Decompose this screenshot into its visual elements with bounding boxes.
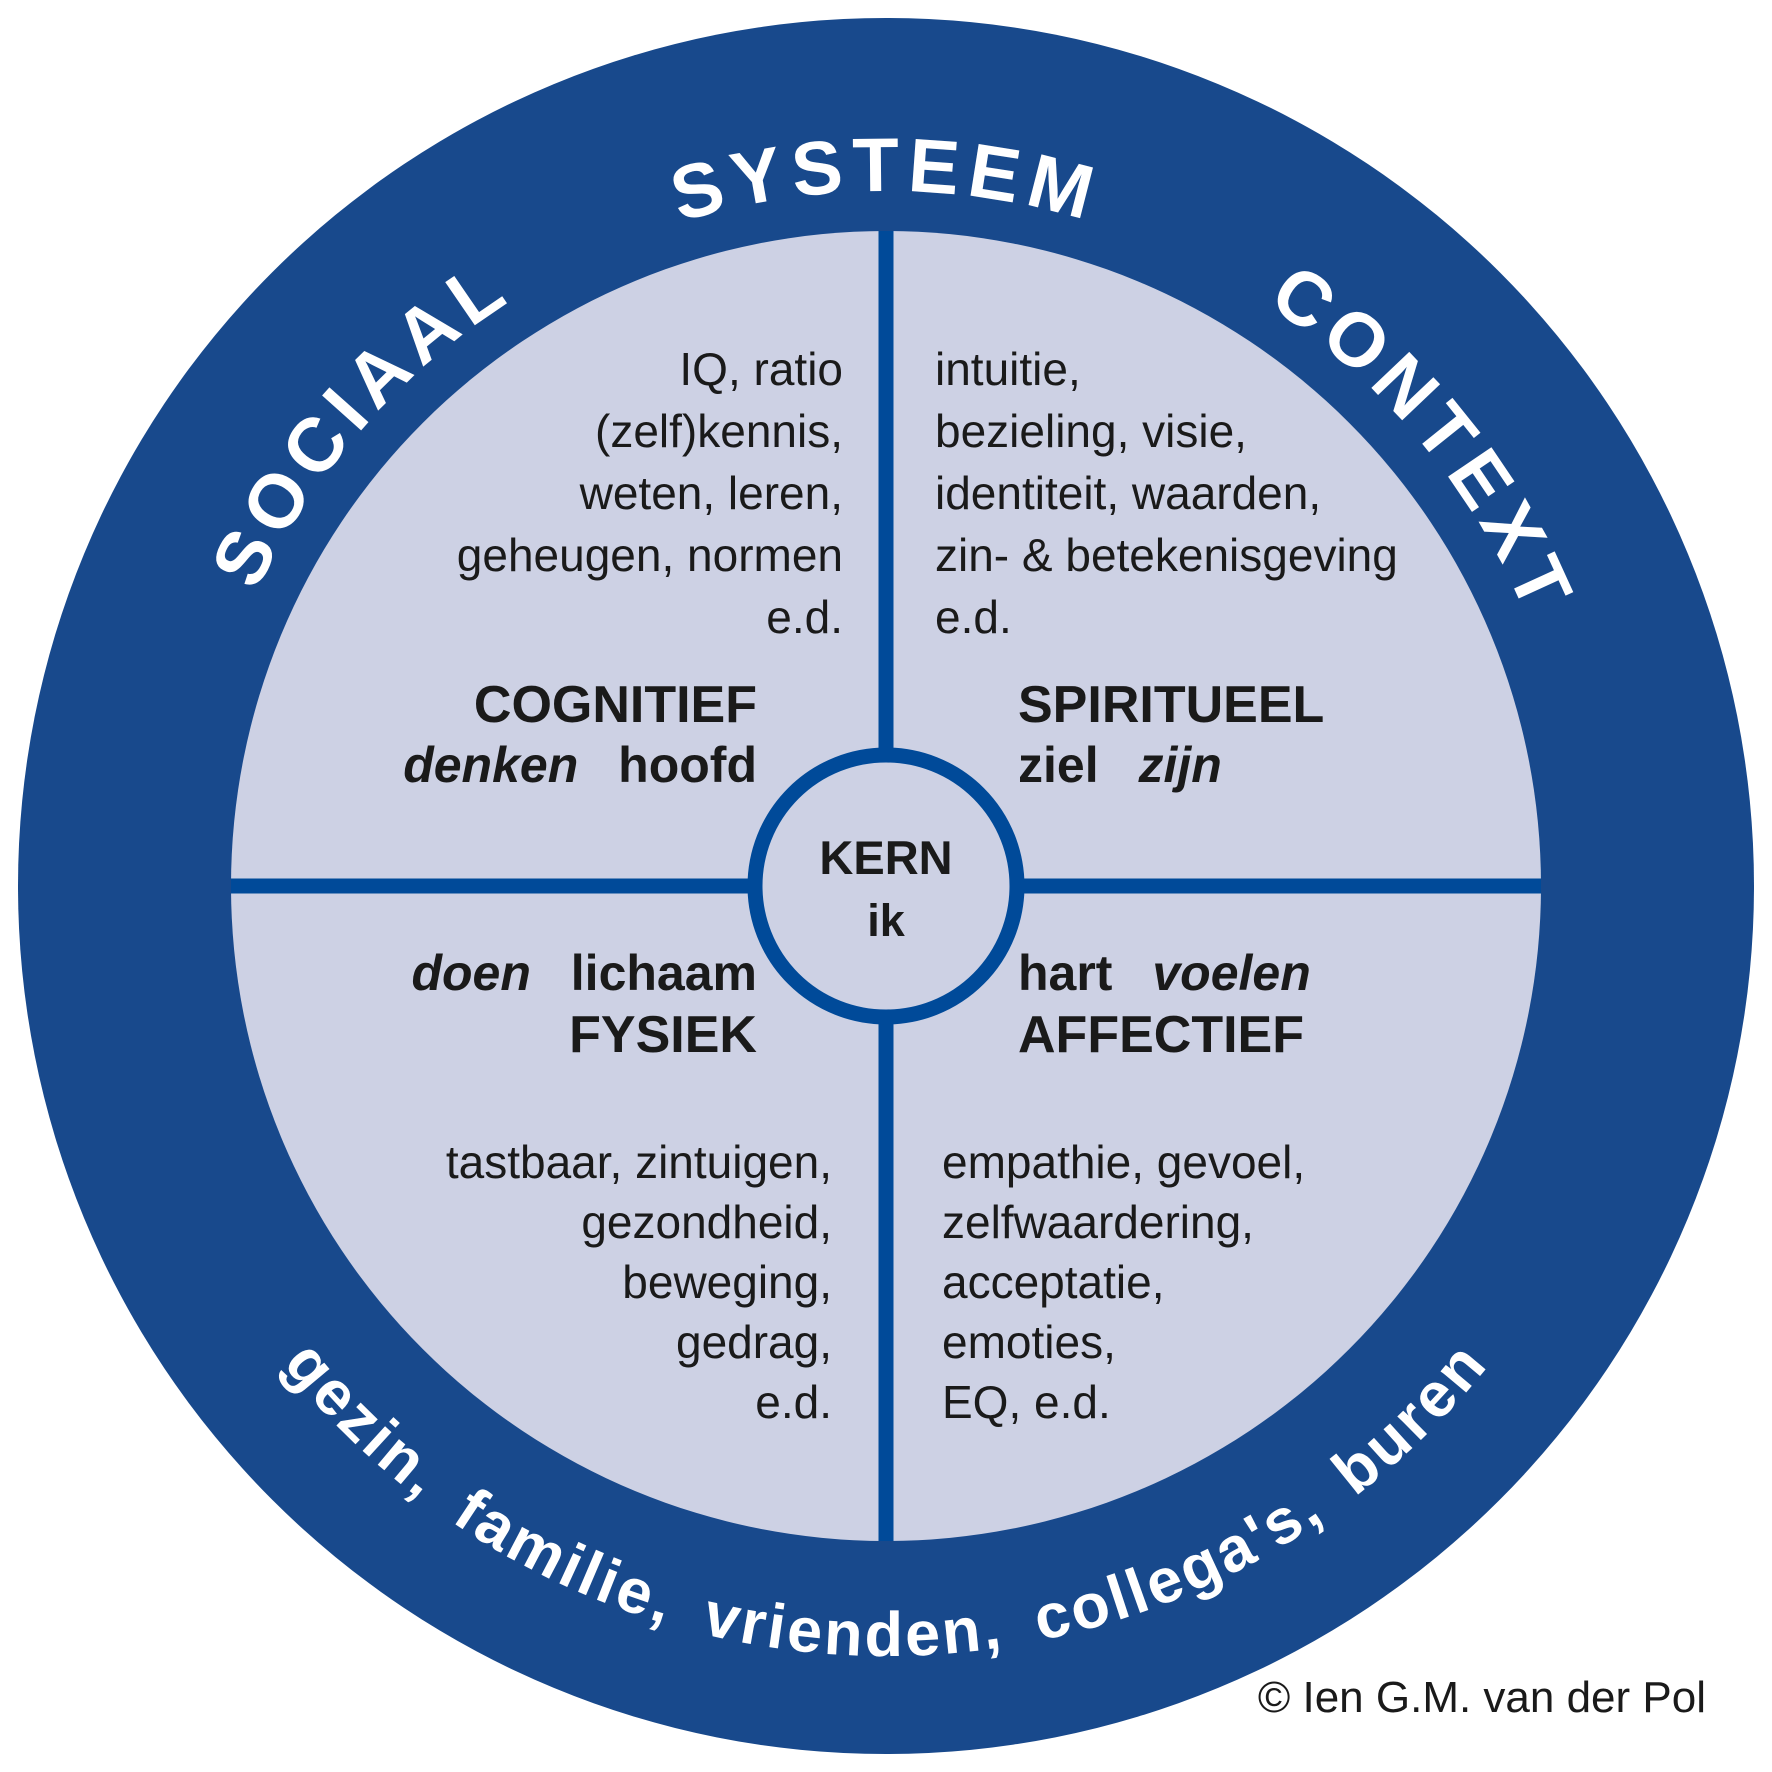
- affectief-list-line: zelfwaardering,: [942, 1196, 1254, 1248]
- cognitief-list-line: e.d.: [766, 591, 843, 643]
- fysiek-noun: lichaam: [571, 945, 757, 1001]
- center-circle: [747, 747, 1025, 1025]
- cognitief-subtitle: denken hoofd: [403, 737, 757, 793]
- cognitief-noun: hoofd: [618, 737, 757, 793]
- affectief-noun: hart: [1018, 945, 1113, 1001]
- center-label-kern: KERN: [819, 831, 952, 884]
- spiritueel-list-line: identiteit, waarden,: [935, 467, 1321, 519]
- spiritueel-list-line: e.d.: [935, 591, 1012, 643]
- center-label-ik: ik: [867, 895, 906, 946]
- copyright-credit: © Ien G.M. van der Pol: [1258, 1673, 1706, 1722]
- spiritueel-list-line: zin- & betekenisgeving: [935, 529, 1398, 581]
- fysiek-title: FYSIEK: [569, 1006, 757, 1064]
- affectief-list-line: empathie, gevoel,: [942, 1136, 1305, 1188]
- fysiek-list-line: gedrag,: [676, 1316, 832, 1368]
- affectief-list-line: emoties,: [942, 1316, 1116, 1368]
- cognitief-title: COGNITIEF: [474, 676, 757, 734]
- cognitief-list-line: weten, leren,: [579, 467, 843, 519]
- fysiek-list-line: e.d.: [755, 1376, 832, 1428]
- spiritueel-noun: ziel: [1018, 737, 1099, 793]
- spiritueel-subtitle: ziel zijn: [1018, 737, 1222, 793]
- fysiek-list-line: tastbaar, zintuigen,: [446, 1136, 832, 1188]
- affectief-verb: voelen: [1152, 945, 1310, 1001]
- spiritueel-list-line: intuitie,: [935, 343, 1081, 395]
- quadrant-spiritueel: intuitie, bezieling, visie, identiteit, …: [935, 343, 1398, 793]
- cognitief-list-line: (zelf)kennis,: [595, 405, 843, 457]
- fysiek-list-line: gezondheid,: [581, 1196, 832, 1248]
- spiritueel-title: SPIRITUEEL: [1018, 676, 1324, 734]
- cognitief-verb: denken: [403, 737, 578, 793]
- spiritueel-list-line: bezieling, visie,: [935, 405, 1247, 457]
- fysiek-verb: doen: [411, 945, 530, 1001]
- cognitief-list-line: geheugen, normen: [457, 529, 843, 581]
- affectief-list-line: acceptatie,: [942, 1256, 1164, 1308]
- fysiek-subtitle: doen lichaam: [411, 945, 757, 1001]
- spiritueel-verb: zijn: [1138, 737, 1222, 793]
- quadrant-cognitief: IQ, ratio (zelf)kennis, weten, leren, ge…: [403, 343, 843, 793]
- quadrant-affectief: hart voelen AFFECTIEF empathie, gevoel, …: [942, 945, 1311, 1428]
- quadrant-fysiek: doen lichaam FYSIEK tastbaar, zintuigen,…: [411, 945, 832, 1428]
- affectief-list-line: EQ, e.d.: [942, 1376, 1111, 1428]
- affectief-title: AFFECTIEF: [1018, 1006, 1304, 1064]
- affectief-subtitle: hart voelen: [1018, 945, 1311, 1001]
- fysiek-list-line: beweging,: [622, 1256, 832, 1308]
- cognitief-list-line: IQ, ratio: [679, 343, 843, 395]
